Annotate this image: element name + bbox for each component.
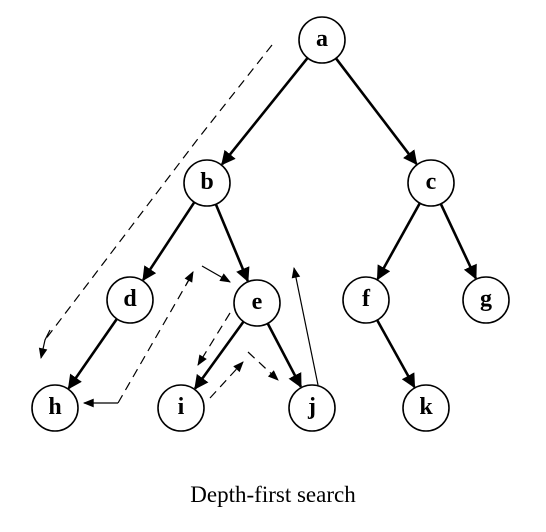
- node-label-h: h: [48, 394, 61, 420]
- traversal-arrowhead-h-e: [184, 271, 194, 286]
- node-circle-c: [407, 159, 455, 207]
- traversal-arrow-e-to-j: [247, 351, 279, 381]
- node-label-e: e: [252, 289, 263, 315]
- traversal-arrow-h-to-e: [117, 277, 191, 404]
- traversal-arrow-a-to-h: [44, 44, 273, 341]
- edge-a-c: [334, 57, 418, 166]
- node-d: d: [106, 276, 154, 324]
- node-circle-j: [288, 384, 336, 432]
- node-label-a: a: [316, 26, 328, 52]
- node-circle-g: [462, 276, 510, 324]
- node-label-b: b: [200, 169, 213, 195]
- edge-c-g: [439, 203, 477, 280]
- node-label-g: g: [480, 286, 492, 312]
- node-label-k: k: [419, 394, 433, 420]
- edge-e-j: [266, 322, 303, 389]
- edge-b-e: [214, 203, 250, 283]
- node-e: e: [233, 279, 281, 327]
- node-f: f: [342, 276, 390, 324]
- edge-a-b: [221, 57, 309, 166]
- node-label-j: j: [307, 394, 316, 420]
- tree-nodes: a b c d e f g h i j k: [31, 16, 510, 432]
- edge-b-d: [142, 201, 196, 282]
- traversal-arrow-i-to-e: [209, 361, 244, 399]
- traversal-segment-top-e: [201, 265, 231, 283]
- traversal-path: [38, 44, 319, 408]
- traversal-arrowhead-h: [38, 329, 51, 360]
- node-label-d: d: [123, 286, 137, 312]
- node-circle-d: [106, 276, 154, 324]
- node-a: a: [298, 16, 346, 64]
- edge-d-h: [67, 318, 118, 390]
- node-circle-e: [233, 279, 281, 327]
- node-circle-a: [298, 16, 346, 64]
- node-circle-k: [402, 384, 450, 432]
- node-i: i: [157, 384, 205, 432]
- edge-c-f: [376, 202, 421, 281]
- node-circle-f: [342, 276, 390, 324]
- edge-f-k: [376, 319, 416, 389]
- node-label-i: i: [178, 394, 185, 420]
- edge-e-i: [194, 320, 245, 390]
- node-label-c: c: [426, 169, 437, 195]
- node-circle-b: [183, 159, 231, 207]
- node-b: b: [183, 159, 231, 207]
- node-circle-i: [157, 384, 205, 432]
- node-c: c: [407, 159, 455, 207]
- traversal-arrow-e-to-i: [197, 312, 231, 366]
- diagram-caption: Depth-first search: [190, 482, 356, 507]
- tree-edges: [67, 57, 477, 390]
- node-g: g: [462, 276, 510, 324]
- node-j: j: [288, 384, 336, 432]
- node-circle-h: [31, 384, 79, 432]
- traversal-arrow-j-up: [291, 266, 319, 386]
- node-k: k: [402, 384, 450, 432]
- node-h: h: [31, 384, 79, 432]
- node-label-f: f: [362, 286, 371, 312]
